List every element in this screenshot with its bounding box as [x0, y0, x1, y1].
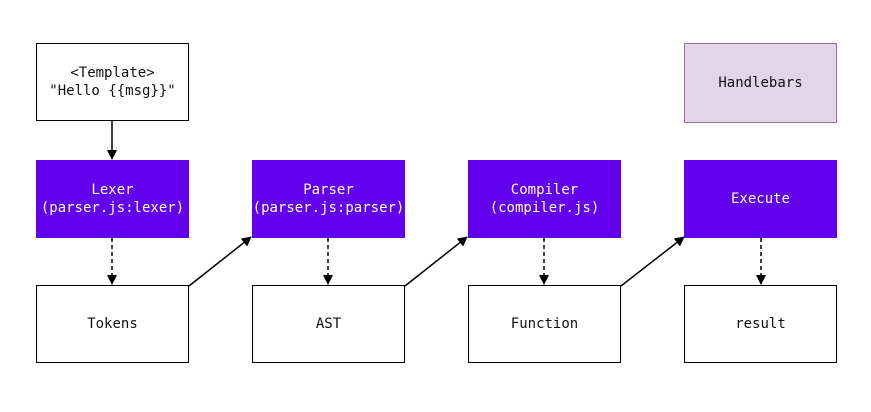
- handlebars-legend: Handlebars: [684, 43, 837, 123]
- stage-lexer: Lexer (parser.js:lexer): [36, 160, 189, 238]
- template-node: <Template> "Hello {{msg}}": [36, 43, 189, 121]
- output-result-label: result: [735, 316, 786, 332]
- stage-lexer-title: Lexer: [91, 182, 134, 198]
- template-content-label: "Hello {{msg}}": [49, 83, 176, 99]
- edge-function-to-execute: [620, 236, 685, 287]
- stage-lexer-source: (parser.js:lexer): [40, 200, 185, 216]
- output-function: Function: [468, 285, 621, 363]
- stage-parser-title: Parser: [303, 182, 354, 198]
- output-ast-label: AST: [315, 316, 342, 332]
- output-ast: AST: [252, 285, 405, 363]
- template-tag-label: <Template>: [70, 65, 155, 81]
- handlebars-legend-label: Handlebars: [718, 75, 803, 91]
- output-function-label: Function: [510, 316, 579, 332]
- stage-parser: Parser (parser.js:parser): [252, 160, 405, 238]
- stage-parser-source: (parser.js:parser): [252, 200, 405, 216]
- output-tokens: Tokens: [36, 285, 189, 363]
- stage-compiler: Compiler (compiler.js): [468, 160, 621, 238]
- output-tokens-label: Tokens: [87, 316, 138, 332]
- edge-ast-to-compiler: [404, 236, 468, 287]
- edge-tokens-to-parser: [188, 236, 252, 287]
- stage-compiler-source: (compiler.js): [489, 200, 600, 216]
- output-result: result: [684, 285, 837, 363]
- stage-compiler-title: Compiler: [510, 182, 579, 198]
- stage-execute: Execute: [684, 160, 837, 238]
- stage-execute-title: Execute: [730, 191, 790, 207]
